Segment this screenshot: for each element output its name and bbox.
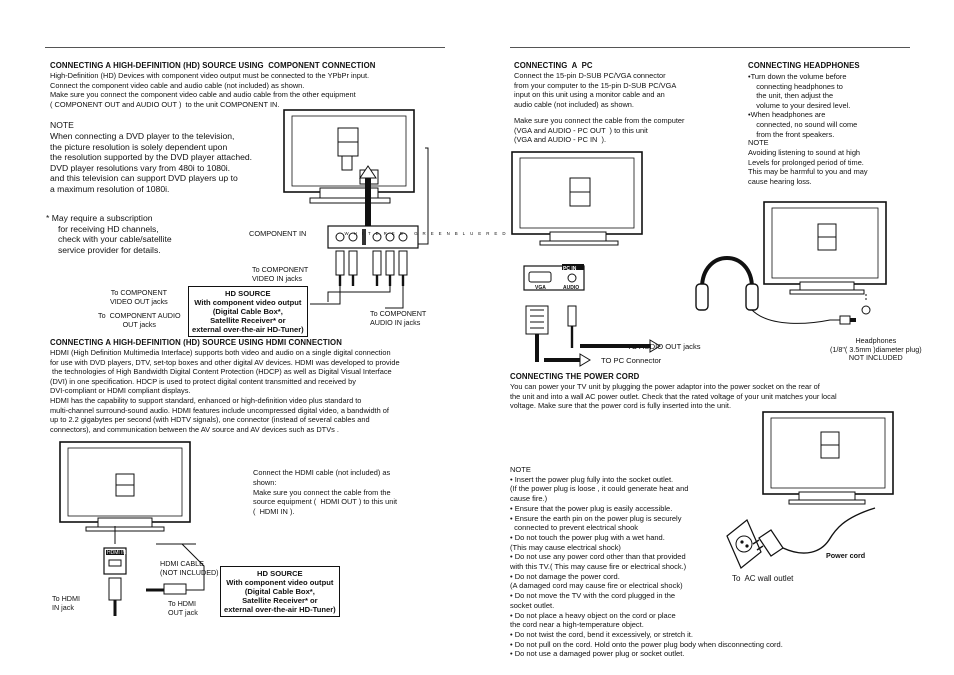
pc-make-sure: Make sure you connect the cable from the… [514, 116, 685, 145]
vga-label: VGA [535, 285, 546, 291]
headphones-heading: CONNECTING HEADPHONES [748, 61, 860, 70]
headphones-note-body: Avoiding listening to sound at high Leve… [748, 148, 868, 186]
component-in-label: COMPONENT IN [249, 229, 307, 238]
panel-label-red-2: RED [486, 230, 511, 236]
component-diagram [283, 109, 429, 309]
panel-labels: WHITERED GREENBLUERED [332, 221, 511, 238]
ac-outlet-label: To AC wall outlet [732, 574, 794, 583]
pc-heading: CONNECTING A PC [514, 61, 593, 70]
component-body: High-Definition (HD) Devices with compon… [50, 71, 370, 109]
note-body: When connecting a DVD player to the tele… [50, 131, 253, 194]
hdmi-in-label: HDMI IN [107, 550, 127, 556]
panel-label-white: WHITE [344, 230, 384, 236]
headphones-label: Headphones (1/8"( 3.5mm )diameter plug) … [830, 336, 922, 363]
panel-label-blue: BLUE [454, 230, 487, 236]
left-top-rule [45, 47, 445, 48]
pc-diagram [511, 151, 661, 367]
pc-body: Connect the 15-pin D-SUB PC/VGA connecto… [514, 71, 677, 109]
power-heading: CONNECTING THE POWER CORD [510, 372, 640, 381]
to-pc-connector-label: TO PC Connector [601, 356, 662, 365]
to-component-video-out: To COMPONENT VIDEO OUT jacks [110, 288, 168, 306]
to-component-audio-out: To COMPONENT AUDIO OUT jacks [98, 311, 181, 329]
headphones-diagram [695, 201, 887, 325]
hd-source-box-component: HD SOURCE With component video output (D… [188, 286, 308, 337]
to-hdmi-in: To HDMI IN jack [52, 594, 80, 612]
hd-source-box-hdmi: HD SOURCE With component video output (D… [220, 566, 340, 617]
hdmi-cable-label: HDMI CABLE (NOT INCLUDED) [160, 559, 219, 577]
to-hdmi-out: To HDMI OUT jack [168, 599, 198, 617]
power-diagram [726, 411, 894, 569]
component-heading: CONNECTING A HIGH-DEFINITION (HD) SOURCE… [50, 61, 376, 70]
power-body: You can power your TV unit by plugging t… [510, 382, 837, 411]
headphones-note-title: NOTE [748, 138, 769, 147]
headphones-body: •Turn down the volume before connecting … [748, 72, 858, 139]
hdmi-heading: CONNECTING A HIGH-DEFINITION (HD) SOURCE… [50, 338, 342, 347]
panel-label-green: GREEN [414, 230, 455, 236]
pc-in-label: PC IN [563, 266, 577, 272]
power-cord-label: Power cord [826, 551, 866, 560]
hdmi-body: HDMI (High Definition Multimedia Interfa… [50, 348, 400, 434]
to-audio-out-label: TO AUDIO OUT jacks [627, 342, 701, 351]
note-title: NOTE [50, 120, 74, 130]
to-component-video-in: To COMPONENT VIDEO IN jacks [252, 265, 309, 283]
subscription-note: * May require a subscription for receivi… [46, 213, 172, 255]
hdmi-diagram [59, 441, 205, 616]
right-top-rule [510, 47, 910, 48]
to-component-audio-in: To COMPONENT AUDIO IN jacks [370, 309, 427, 327]
hdmi-connect-text: Connect the HDMI cable (not included) as… [253, 468, 398, 517]
panel-label-red: RED [383, 230, 408, 236]
audio-label: AUDIO [563, 285, 580, 291]
power-note: NOTE • Insert the power plug fully into … [510, 465, 783, 659]
